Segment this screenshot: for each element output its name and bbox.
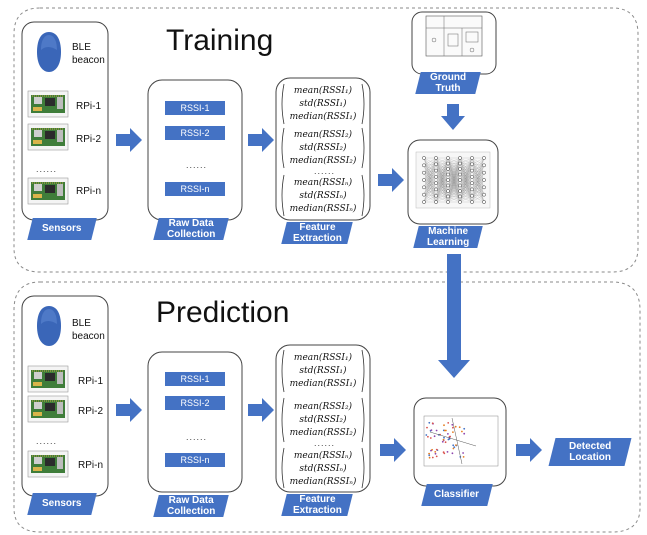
training-title: Training — [166, 24, 274, 57]
rssi-n-box: RSSI-n — [165, 453, 225, 467]
training-group-border — [13, 7, 639, 273]
arrow-icon — [116, 398, 142, 422]
feature-std-1: std(RSSI₁) — [299, 366, 347, 376]
prediction-feature-box — [275, 344, 371, 493]
rpi-1-label: RPi-1 — [78, 376, 104, 387]
training-feature-box — [275, 77, 371, 221]
prediction-group-border — [13, 281, 641, 533]
feature-mean-1: mean(RSSI₁) — [293, 353, 353, 363]
rssi-n-box: RSSI-n — [165, 182, 225, 196]
ellipsis: ...... — [314, 438, 336, 448]
rpi-board-icon — [27, 90, 69, 118]
beacon-label: beacon — [72, 331, 105, 342]
rpi-2-label: RPi-2 — [78, 406, 104, 417]
rssi-1-box: RSSI-1 — [165, 372, 225, 386]
rpi-board-icon — [27, 123, 69, 151]
sensors-caption: Sensors — [27, 493, 97, 515]
feature-mean-2: mean(RSSI₂) — [293, 402, 353, 412]
rpi-board-icon — [27, 395, 69, 423]
feature-std-n: std(RSSIₙ) — [299, 191, 347, 201]
arrow-icon — [248, 128, 274, 152]
feature-std-n: std(RSSIₙ) — [299, 464, 347, 474]
floorplan-icon — [425, 15, 483, 57]
beacon-icon — [37, 306, 61, 346]
beacon-label: beacon — [72, 55, 105, 66]
arrow-icon — [116, 128, 142, 152]
beacon-label: BLE — [72, 318, 91, 329]
arrow-icon — [438, 254, 470, 378]
feature-mean-2: mean(RSSI₂) — [293, 130, 353, 140]
ellipsis: ...... — [36, 436, 58, 446]
rpi-n-label: RPi-n — [76, 186, 102, 197]
rpi-board-icon — [27, 450, 69, 478]
rssi-1-box: RSSI-1 — [165, 101, 225, 115]
feature-median-1: median(RSSI₁) — [289, 379, 357, 389]
arrow-icon — [378, 168, 404, 192]
arrow-icon — [441, 104, 465, 130]
rpi-2-label: RPi-2 — [76, 134, 102, 145]
neural-network-icon — [415, 151, 491, 209]
ellipsis: ...... — [186, 160, 208, 170]
feature-std-1: std(RSSI₁) — [299, 99, 347, 109]
ellipsis: ...... — [314, 166, 336, 176]
rssi-2-box: RSSI-2 — [165, 126, 225, 140]
arrow-icon — [516, 438, 542, 462]
rssi-2-box: RSSI-2 — [165, 396, 225, 410]
prediction-title: Prediction — [156, 296, 290, 329]
rpi-1-label: RPi-1 — [76, 101, 102, 112]
feature-mean-n: mean(RSSIₙ) — [293, 178, 353, 188]
feature-median-n: median(RSSIₙ) — [289, 204, 357, 214]
beacon-icon — [37, 32, 61, 72]
feature-std-2: std(RSSI₂) — [299, 143, 347, 153]
feature-mean-n: mean(RSSIₙ) — [293, 451, 353, 461]
sensors-caption: Sensors — [27, 218, 97, 240]
classifier-caption: Classifier — [421, 484, 493, 506]
feature-median-2: median(RSSI₂) — [289, 156, 357, 166]
scatter-plot-icon — [425, 417, 477, 465]
rpi-board-icon — [27, 177, 69, 205]
feature-median-2: median(RSSI₂) — [289, 428, 357, 438]
ellipsis: ...... — [186, 432, 208, 442]
arrow-icon — [248, 398, 274, 422]
feature-median-n: median(RSSIₙ) — [289, 477, 357, 487]
feature-median-1: median(RSSI₁) — [289, 112, 357, 122]
rpi-board-icon — [27, 365, 69, 393]
arrow-icon — [380, 438, 406, 462]
feature-mean-1: mean(RSSI₁) — [293, 86, 353, 96]
ellipsis: ...... — [36, 164, 58, 174]
feature-std-2: std(RSSI₂) — [299, 415, 347, 425]
beacon-label: BLE — [72, 42, 91, 53]
rpi-n-label: RPi-n — [78, 460, 104, 471]
